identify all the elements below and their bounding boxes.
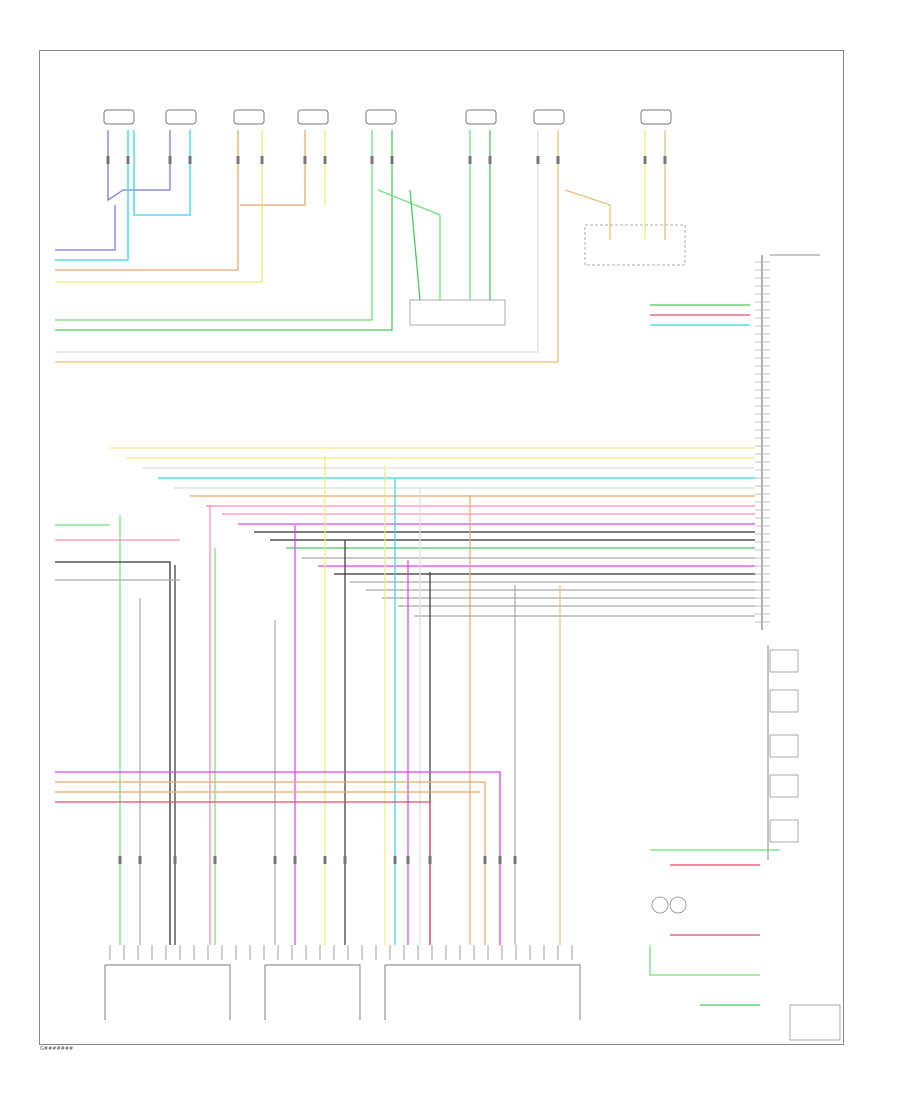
top-connector-12 <box>488 156 492 164</box>
diagram-frame <box>39 50 844 1045</box>
bottom-connector-11 <box>428 856 432 864</box>
wire-left-3 <box>55 561 171 945</box>
switch-icon <box>669 896 687 914</box>
speaker-component-7 <box>533 109 565 125</box>
lower-right-module <box>789 1004 841 1041</box>
steering-switch-2 <box>769 689 799 713</box>
bottom-connector-4 <box>213 856 217 864</box>
wire-blue <box>107 130 171 202</box>
wire-dk-green <box>55 130 393 331</box>
steering-switch-3 <box>769 734 799 758</box>
top-connector-10 <box>390 156 394 164</box>
wire-lt-blue-2 <box>133 130 191 216</box>
wire-lt-blue <box>55 130 129 261</box>
wire-dk-green-2 <box>409 189 421 301</box>
bottom-connector-10 <box>406 856 410 864</box>
front-control-panel-module <box>104 964 231 1020</box>
bottom-connector-12 <box>483 856 487 864</box>
lamp-icon <box>651 896 669 914</box>
wire-white <box>55 130 539 353</box>
top-connector-13 <box>536 156 540 164</box>
wire-left-6 <box>55 781 486 945</box>
bottom-connector-6 <box>293 856 297 864</box>
top-connector-3 <box>168 156 172 164</box>
bottom-connector-1 <box>118 856 122 864</box>
speaker-component-3 <box>233 109 265 125</box>
top-connector-7 <box>303 156 307 164</box>
bottom-connector-13 <box>498 856 502 864</box>
speaker-component-6 <box>465 109 497 125</box>
top-connector-15 <box>643 156 647 164</box>
splice-box <box>409 299 506 326</box>
top-connector-16 <box>663 156 667 164</box>
wire-lt-green <box>55 130 373 321</box>
bottom-connector-9 <box>393 856 397 864</box>
bottom-connector-7 <box>323 856 327 864</box>
bottom-connector-14 <box>513 856 517 864</box>
top-connector-2 <box>126 156 130 164</box>
top-connector-8 <box>323 156 327 164</box>
wire-tan-2 <box>564 189 611 240</box>
top-connector-1 <box>106 156 110 164</box>
top-connector-5 <box>236 156 240 164</box>
bottom-connector-2 <box>138 856 142 864</box>
wire-yellow <box>55 130 263 283</box>
top-connector-11 <box>468 156 472 164</box>
steering-switch-4 <box>769 774 799 798</box>
wire-orange <box>55 130 239 271</box>
wire-lt-green-2 <box>377 189 441 300</box>
top-connector-4 <box>188 156 192 164</box>
speaker-component-1 <box>103 109 135 125</box>
audio-disc-module <box>264 964 361 1020</box>
wire-switch-green-2 <box>649 945 760 976</box>
bottom-connector-5 <box>273 856 277 864</box>
steering-switch-1 <box>769 649 799 673</box>
speaker-component-2 <box>165 109 197 125</box>
bottom-connector-3 <box>173 856 177 864</box>
wire-blue-2 <box>55 205 116 251</box>
speaker-component-4 <box>297 109 329 125</box>
steering-switch-5 <box>769 819 799 843</box>
top-connector-9 <box>370 156 374 164</box>
bottom-connector-8 <box>343 856 347 864</box>
wire-tan <box>55 130 559 363</box>
top-connector-6 <box>260 156 264 164</box>
top-connector-14 <box>556 156 560 164</box>
wire-orange-2 <box>240 130 306 206</box>
speaker-component-8 <box>640 109 672 125</box>
wire-left-8 <box>55 801 431 945</box>
amplifier-subwoofer-box <box>584 224 686 266</box>
speaker-component-5 <box>365 109 397 125</box>
figure-code: G####### <box>40 1046 74 1052</box>
wire-left-5 <box>55 771 501 945</box>
infotainment-module <box>384 964 581 1020</box>
